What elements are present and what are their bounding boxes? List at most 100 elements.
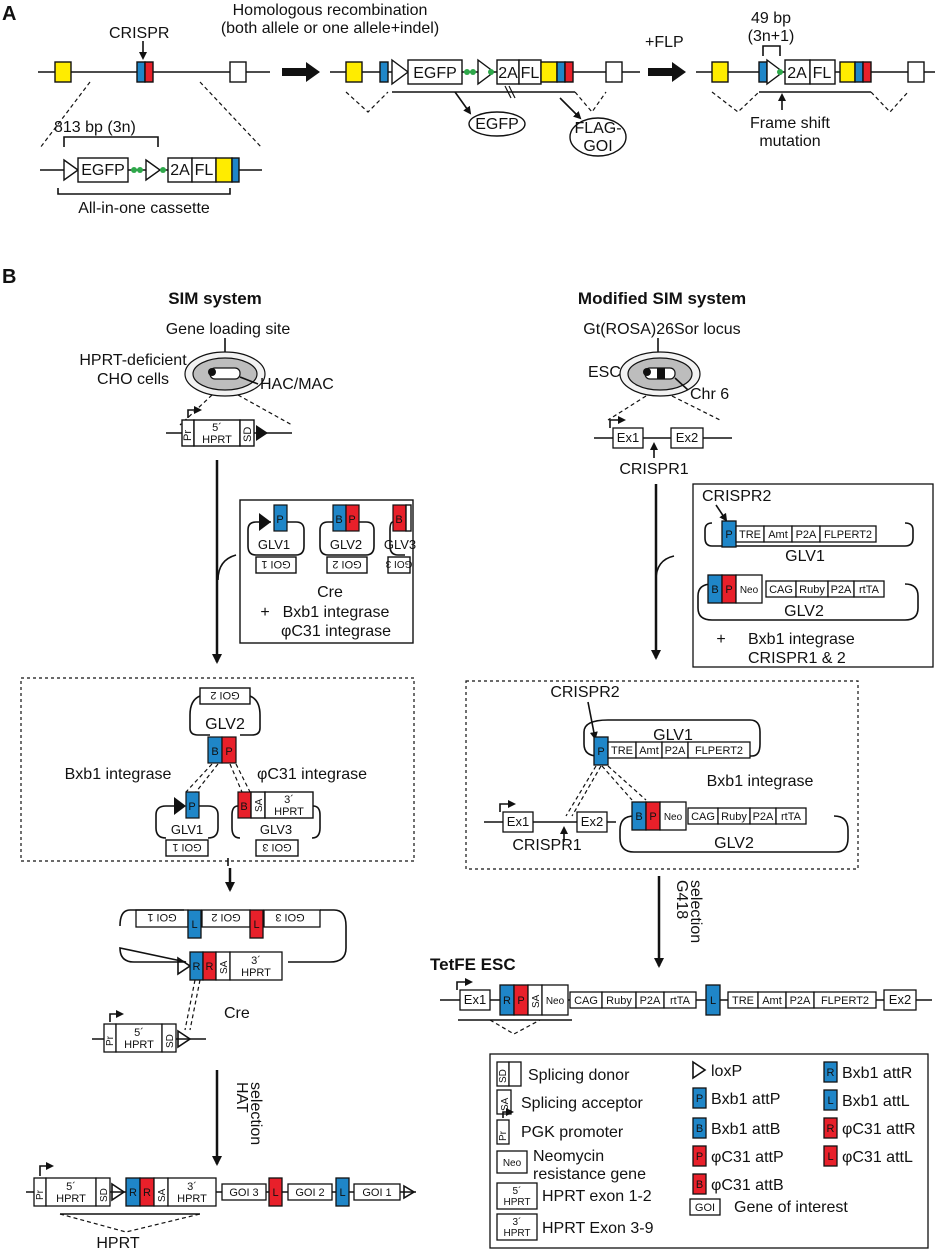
t-amt: Amt: [762, 995, 782, 1007]
sim2-5b: HPRT: [124, 1039, 154, 1051]
int-glv3-goi: GOI 3: [262, 841, 291, 853]
lg-goi-b-sym: [689, 1198, 721, 1216]
lg-h3b: HPRT: [503, 1228, 530, 1239]
hprt-cells-2: CHO cells: [97, 371, 169, 388]
lg-b: B: [696, 1123, 703, 1135]
lg-l-sym: [823, 1089, 838, 1111]
ring-l1-box: [187, 909, 202, 939]
mod-ex2: Ex2: [676, 430, 698, 445]
mi-dash-1: [565, 765, 597, 817]
mod-locus: Gt(ROSA)26Sor locus: [583, 321, 740, 338]
mod-crispr1: CRISPR1: [619, 461, 688, 478]
flag-goi-2: GOI: [583, 138, 612, 155]
mi-flp-box: [687, 741, 751, 759]
lg-l-red-sym: [823, 1145, 838, 1167]
lg-h5: HPRT exon 1-2: [542, 1188, 652, 1205]
lg-phiattp: φC31 attP: [711, 1149, 784, 1166]
ring-loxp: [177, 956, 192, 976]
mi-glv2-label: GLV2: [714, 835, 754, 852]
hr-label-2: (both allele or one allele+indel): [221, 20, 439, 37]
int-glv2-label: GLV2: [205, 716, 245, 733]
t-ex2-box: [883, 989, 917, 1011]
mi-ex2-box: [576, 811, 608, 833]
f-goi1: GOI 1: [362, 1187, 391, 1199]
bxb1-int-2: Bxb1 integrase: [65, 766, 172, 783]
sim2-promoter: [109, 1010, 124, 1022]
lg-sd: Splicing donor: [528, 1067, 630, 1084]
sim2-5a: 5´: [134, 1027, 144, 1039]
cre-dash-2: [189, 979, 201, 1031]
lg-bxb1attr: Bxb1 attR: [842, 1065, 912, 1082]
f-hprt-label: HPRT: [96, 1235, 139, 1251]
sim-sd: SD: [242, 427, 254, 442]
m-glv2-rtta: rtTA: [859, 584, 880, 596]
ring-goi2: GOI 2: [211, 911, 240, 923]
t-promoter: [456, 978, 473, 990]
ring-goi1: GOI 1: [147, 911, 176, 923]
m-glv2-cag: CAG: [769, 584, 793, 596]
m-glv1-p2a: P2A: [796, 529, 817, 541]
mi-dash-2: [571, 765, 602, 817]
sim-pr: Pr: [182, 430, 194, 441]
f-goi3-box: [221, 1183, 267, 1201]
t-neo: Neo: [546, 996, 565, 1007]
hat-2: selection: [247, 1082, 264, 1145]
panel-a-label: A: [2, 3, 16, 25]
cassette-fl: FL: [195, 162, 214, 179]
mi-glv1-ring: [583, 719, 761, 757]
g418-1: G418: [673, 880, 690, 919]
mid-2a: 2A: [498, 65, 518, 82]
mi-crispr2: CRISPR2: [550, 684, 619, 701]
t-cag: CAG: [574, 995, 598, 1007]
frt-triangle-1: [63, 158, 80, 182]
mid-egfp: EGFP: [413, 65, 457, 82]
mid-fl: FL: [521, 65, 540, 82]
lg-r-red-sym: [823, 1117, 838, 1139]
t-r: R: [503, 995, 511, 1007]
mi-neo: Neo: [664, 812, 683, 823]
mod-glv2-ring: [697, 583, 919, 621]
mod-zoom-2: [671, 395, 721, 421]
m-glv1-flp-box: [819, 525, 877, 543]
m-crispr12: CRISPR1 & 2: [748, 650, 846, 667]
ring-l1: L: [191, 919, 197, 931]
lg-phiattr: φC31 attR: [842, 1121, 916, 1138]
mod-esc: ESC: [588, 364, 621, 381]
chr6-band: [657, 368, 665, 379]
plus-1: +: [260, 604, 269, 621]
lg-goi-b: GOI: [695, 1202, 715, 1214]
int-glv3-3a: 3´: [284, 794, 294, 806]
lg-goi: Gene of interest: [734, 1199, 848, 1216]
lg-neo2: resistance gene: [533, 1166, 646, 1183]
centromere: [643, 368, 651, 376]
m-glv2-rtta-box: [853, 580, 885, 598]
f-loxp-2: [403, 1184, 416, 1200]
glv3-b: B: [395, 514, 402, 526]
frameshift-1: Frame shift: [750, 115, 831, 132]
t-ruby: Ruby: [606, 995, 632, 1007]
lg-pr-b: Pr: [498, 1130, 509, 1141]
lg-phiattb: φC31 attB: [711, 1177, 784, 1194]
f-goi1-box: [353, 1183, 401, 1201]
bp49-label: 49 bp: [751, 10, 791, 27]
mi-tre: TRE: [611, 745, 633, 757]
mi-p2a2: P2A: [753, 811, 774, 823]
glv3-goi: GOI 3: [385, 558, 412, 569]
mi-glv2-ring: [619, 815, 849, 853]
mi-promoter: [499, 800, 516, 812]
lg-loxp: loxP: [711, 1063, 742, 1080]
lg-neo-b-sym: [496, 1150, 528, 1174]
mi-crispr2-arrow: [587, 701, 598, 740]
mi-rtta: rtTA: [781, 811, 802, 823]
phic31-int-1: φC31 integrase: [281, 623, 391, 640]
lg-r-sym: [823, 1061, 838, 1083]
t-flp-box: [813, 991, 877, 1009]
mod-ex1-box: [612, 427, 644, 449]
lg-h5-b: [496, 1182, 538, 1210]
lg-phiattl: φC31 attL: [842, 1149, 913, 1166]
lg-bxb1attl: Bxb1 attL: [842, 1093, 910, 1110]
exon-red: [144, 61, 154, 83]
f-l1: L: [272, 1187, 278, 1199]
t-l: L: [710, 995, 716, 1007]
